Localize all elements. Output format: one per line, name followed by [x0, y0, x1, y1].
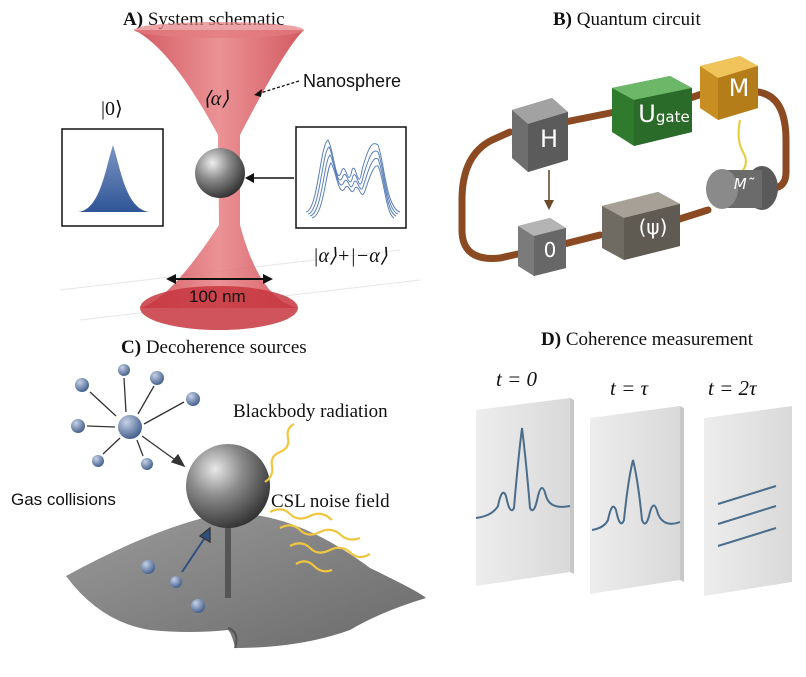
blackbody-label: Blackbody radiation	[233, 401, 388, 422]
measurement-gate	[700, 56, 758, 120]
nanosphere	[195, 148, 245, 198]
ground-state-label: |0⟩	[101, 98, 123, 120]
psi-label: (ψ)	[638, 215, 668, 239]
measurement-label: M	[728, 74, 750, 102]
coherence-drawing	[475, 398, 792, 596]
csl-label: CSL noise field	[271, 491, 390, 512]
panel-a: A) System schematic	[0, 0, 440, 340]
system-schematic-drawing	[59, 22, 421, 330]
csl-noise-waves	[269, 508, 371, 573]
quantum-circuit-drawing	[458, 56, 790, 276]
levitated-nanosphere	[186, 444, 270, 528]
panel-c: C) Decoherence sources	[0, 330, 440, 677]
cat-state-box	[295, 126, 407, 229]
scale-label: 100 nm	[189, 287, 246, 306]
panel-b: B) Quantum circuit	[440, 0, 806, 300]
unitary-label: Ugate	[638, 100, 690, 128]
time-label-2tau: t = 2τ	[708, 376, 757, 400]
zero-gate	[518, 218, 566, 276]
card-t0	[476, 398, 570, 586]
time-label-tau: t = τ	[610, 376, 649, 400]
panel-d-title: D) Coherence measurement	[541, 329, 754, 350]
readout-label: M˜	[733, 175, 755, 193]
decoherence-drawing	[66, 364, 426, 649]
hadamard-label: H	[539, 125, 559, 153]
card-t2	[704, 406, 792, 596]
nanosphere-label: Nanosphere	[303, 71, 402, 91]
hadamard-gate	[512, 98, 568, 172]
psi-gate	[602, 192, 680, 260]
blackbody-wave	[264, 423, 295, 483]
panel-b-title: B) Quantum circuit	[553, 9, 701, 30]
gas-particles	[71, 364, 205, 613]
noise-surface	[66, 513, 426, 648]
time-label-0: t = 0	[496, 367, 538, 391]
unitary-gate	[612, 76, 692, 146]
panel-d: D) Coherence measurement t = 0 t = τ t =…	[440, 320, 806, 677]
zero-label: 0	[543, 238, 557, 262]
collision-arrows	[86, 377, 211, 573]
measurement-readout-gate	[706, 166, 778, 210]
coherent-state-label: ⟨α⟩	[203, 88, 230, 110]
fringe-curve-t0	[475, 427, 571, 519]
decohered-lines-t2	[717, 485, 777, 547]
card-t1	[590, 406, 680, 594]
fringe-curve-t1	[591, 459, 681, 531]
panel-c-title: C) Decoherence sources	[121, 337, 307, 358]
superposition-label: |α⟩+|−α⟩	[313, 245, 388, 267]
gas-collisions-label: Gas collisions	[11, 490, 116, 509]
gaussian-wavepacket	[78, 145, 150, 212]
interference-wavepacket	[305, 139, 401, 219]
